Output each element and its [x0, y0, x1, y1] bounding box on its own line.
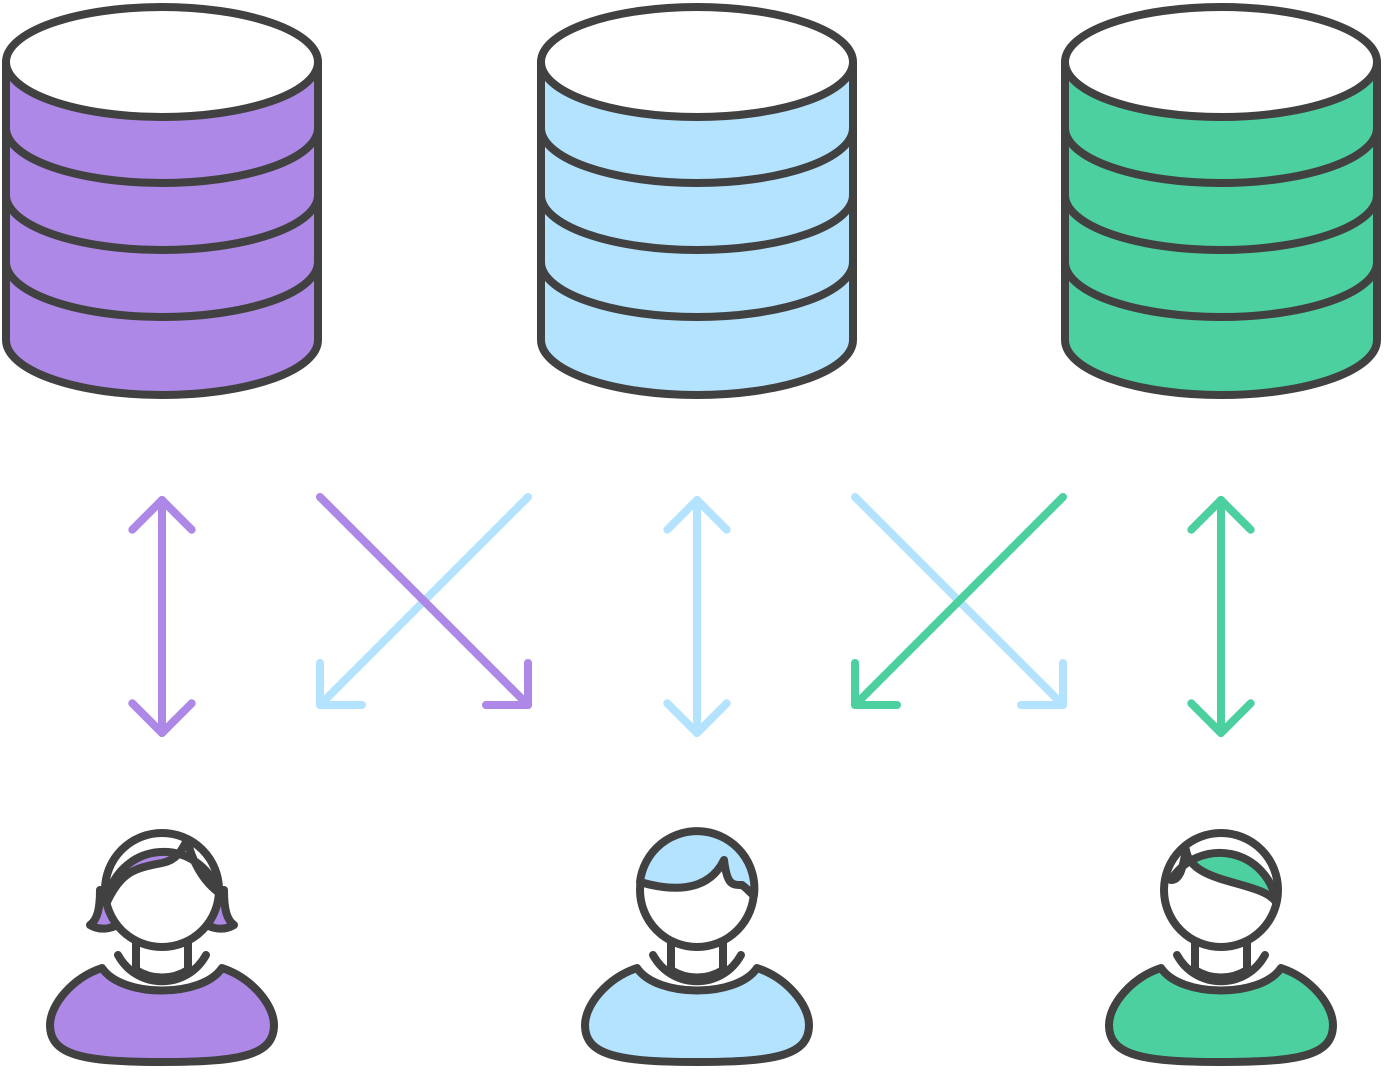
- green-bidirectional-arrow: [1187, 496, 1255, 737]
- database-band: [2, 194, 322, 254]
- blue-database: [537, 3, 857, 399]
- user-body: [581, 964, 813, 1066]
- user-hair: [103, 836, 222, 906]
- database-top: [2, 3, 322, 121]
- database-band: [537, 127, 857, 187]
- user-hair: [1167, 846, 1280, 906]
- database-band: [2, 261, 322, 321]
- arrow-head: [1187, 699, 1255, 737]
- arrow-head: [663, 699, 731, 737]
- arrow-shaft: [851, 493, 1067, 709]
- database-top: [537, 3, 857, 121]
- green-user-icon: [1105, 829, 1337, 1066]
- database-band: [537, 194, 857, 254]
- green-database: [1061, 3, 1381, 399]
- user-body: [46, 964, 278, 1066]
- database-band: [1061, 194, 1381, 254]
- arrow-head: [663, 496, 731, 534]
- arrow-head: [482, 659, 532, 709]
- purple-database: [2, 3, 322, 399]
- arrow-head: [1187, 496, 1255, 534]
- blue-bidirectional-arrow: [663, 496, 731, 737]
- database-band: [1061, 127, 1381, 187]
- database-band: [2, 127, 322, 187]
- arrow-head: [128, 496, 196, 534]
- user-body: [1105, 964, 1337, 1066]
- arrow-head: [1017, 659, 1067, 709]
- database-band: [537, 261, 857, 321]
- purple-user-icon: [46, 829, 278, 1066]
- user-hair: [636, 827, 759, 899]
- purple-bidirectional-arrow: [128, 496, 196, 737]
- blue-user-icon: [581, 827, 813, 1066]
- arrow-head: [851, 659, 901, 709]
- arrow-head: [128, 699, 196, 737]
- purple-to-blue-user-arrow: [316, 493, 532, 709]
- database-band: [1061, 261, 1381, 321]
- green-to-blue-user-arrow: [851, 493, 1067, 709]
- arrow-head: [316, 659, 366, 709]
- database-top: [1061, 3, 1381, 121]
- arrow-shaft: [316, 493, 532, 709]
